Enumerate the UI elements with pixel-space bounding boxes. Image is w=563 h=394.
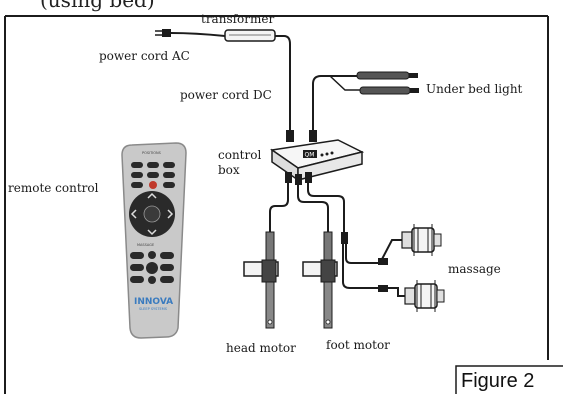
remote-top-text: POSITIONS	[142, 151, 162, 155]
label-power-cord-dc: power cord DC	[180, 88, 272, 102]
label-foot-motor: foot motor	[326, 338, 390, 352]
massage-connector-1	[378, 258, 388, 265]
remote-mid-text: MASSAGE	[137, 243, 154, 247]
ac-plug-icon	[155, 29, 171, 37]
massage-motor-2-icon	[404, 280, 445, 312]
massage-splitter	[341, 232, 348, 244]
label-under-bed-light: Under bed light	[426, 82, 523, 96]
diagram-frame	[4, 15, 549, 394]
light-connector	[309, 130, 317, 142]
massage-connector-2	[378, 285, 388, 292]
label-transformer: transformer	[201, 12, 275, 26]
motor-connector-1	[285, 172, 292, 183]
motor-connector-3	[305, 172, 312, 183]
remote-brand: INNOVA	[134, 297, 173, 307]
under-bed-light-icon	[356, 71, 419, 95]
figure-label-frame	[455, 365, 563, 394]
head-motor-cable	[269, 183, 289, 232]
massage-cable	[307, 183, 345, 232]
dc-connector	[286, 130, 294, 142]
head-motor-icon	[243, 231, 279, 329]
light-cable-2	[329, 75, 360, 91]
massage-branch-2	[342, 244, 405, 297]
title-fragment: (using bed)	[40, 0, 155, 12]
label-massage: massage	[448, 262, 501, 276]
foot-motor-cable	[297, 185, 329, 232]
ac-cord	[170, 32, 226, 37]
label-power-cord-ac: power cord AC	[99, 49, 190, 63]
remote-control-icon: POSITIONS MASSAGE INNOVA SLEEP SYSTEMS	[121, 142, 187, 339]
light-cable	[312, 75, 357, 135]
control-box-logo: QM	[305, 152, 315, 159]
massage-branch-1	[345, 239, 402, 264]
remote-sub: SLEEP SYSTEMS	[139, 307, 168, 311]
transformer-icon	[224, 29, 276, 42]
figure-label: Figure 2	[461, 370, 535, 392]
label-control-box: control box	[218, 148, 262, 177]
dc-cord	[275, 35, 291, 135]
foot-motor-icon	[302, 231, 338, 329]
massage-motor-1-icon	[401, 224, 442, 256]
label-head-motor: head motor	[226, 341, 296, 355]
motor-connector-2	[295, 174, 302, 185]
label-remote-control: remote control	[8, 181, 99, 195]
